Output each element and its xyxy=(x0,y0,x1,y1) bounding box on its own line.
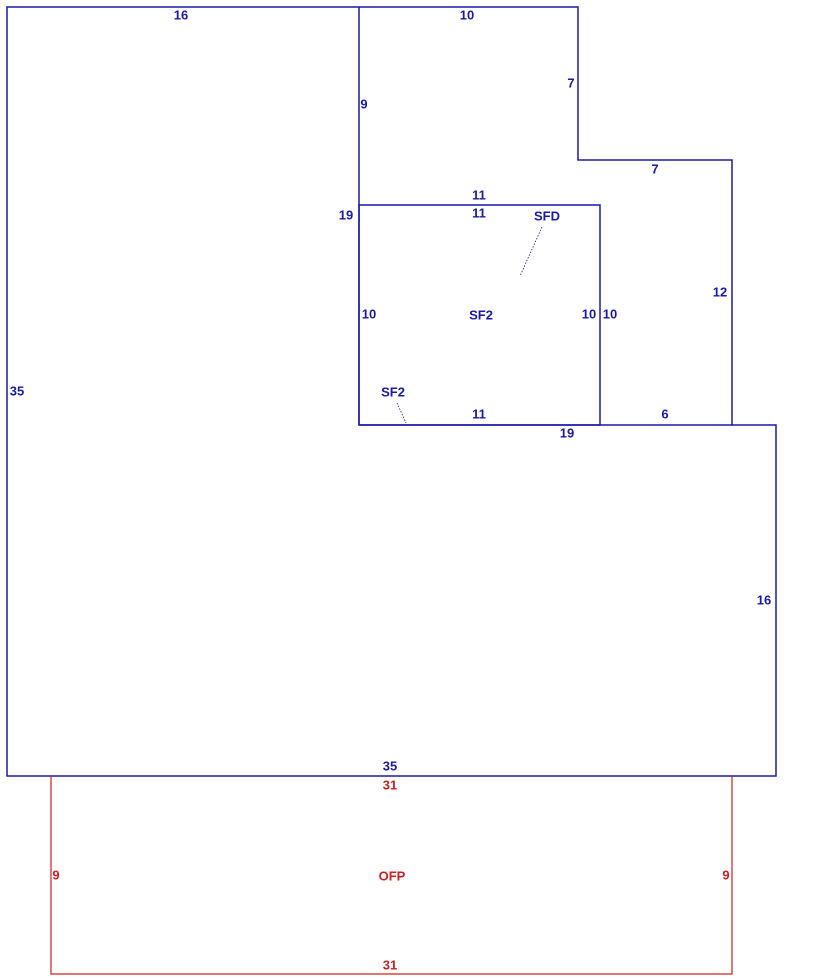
dim-inner-top-segment: 9 xyxy=(360,96,367,111)
dim-room-top-outside: 11 xyxy=(472,187,486,202)
callout-line-sf2 xyxy=(396,402,407,424)
dim-inner-bottom-total: 19 xyxy=(560,425,574,440)
dim-porch-bottom: 31 xyxy=(383,957,397,972)
dim-room-right-inside: 10 xyxy=(582,306,596,321)
dim-top-left: 16 xyxy=(174,7,188,22)
dim-notch-vertical: 7 xyxy=(567,75,574,90)
dim-room-bottom: 11 xyxy=(472,406,486,421)
dim-top-mid: 10 xyxy=(460,7,474,22)
dim-left: 35 xyxy=(10,383,24,398)
dim-right-upper: 12 xyxy=(713,284,727,299)
dim-porch-top: 31 xyxy=(383,777,397,792)
dim-porch-right: 9 xyxy=(722,867,729,882)
callout-line-sfd xyxy=(519,226,543,277)
inner-room-sf2 xyxy=(358,204,601,426)
dim-room-right-outside: 10 xyxy=(603,306,617,321)
dim-right-lower: 16 xyxy=(757,592,771,607)
dim-room-left: 10 xyxy=(362,306,376,321)
porch-outline xyxy=(50,776,733,975)
label-porch-ofp: OFP xyxy=(379,868,406,883)
dim-bottom: 35 xyxy=(383,758,397,773)
label-callout-sf2: SF2 xyxy=(381,384,405,399)
dim-room-top-inside: 11 xyxy=(472,205,486,220)
dim-notch-horizontal: 7 xyxy=(651,161,658,176)
dim-porch-left: 9 xyxy=(52,867,59,882)
label-room-sf2: SF2 xyxy=(469,307,493,322)
dim-step-right: 6 xyxy=(661,406,668,421)
label-callout-sfd: SFD xyxy=(534,208,560,223)
dim-inner-left-total: 19 xyxy=(339,207,353,222)
